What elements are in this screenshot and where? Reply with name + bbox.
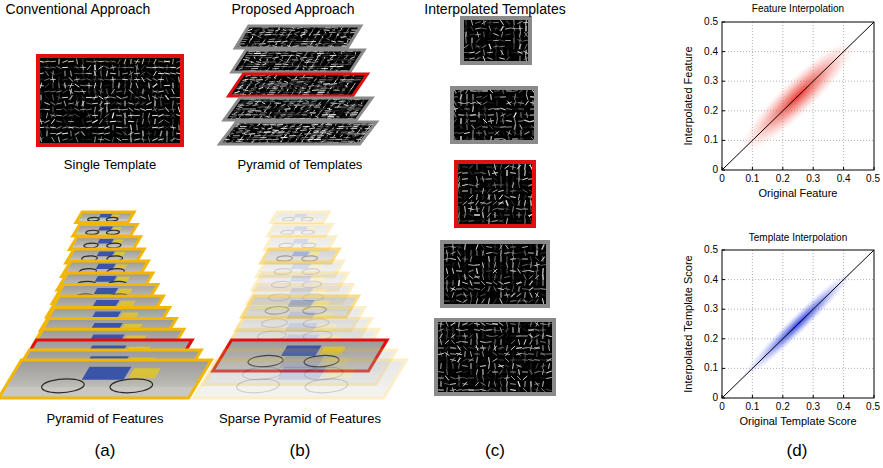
hog-gradient (110, 73, 116, 74)
hog-gradient (143, 89, 144, 95)
hog-gradient (137, 65, 138, 71)
hog-gradient (146, 139, 152, 140)
scene-rider (82, 367, 132, 380)
pyramid-layer (232, 50, 364, 72)
scene-rider (96, 264, 116, 269)
hog-gradient (170, 67, 176, 68)
pyramid-layer (0, 360, 211, 398)
hog-gradient (98, 133, 104, 134)
hog-gradient (282, 53, 289, 54)
hog-gradient (134, 133, 140, 134)
hog-gradient (269, 101, 276, 102)
hog-gradient (128, 67, 134, 68)
hog-gradient (309, 66, 316, 67)
scene-road (0, 387, 195, 398)
hog-gradient (74, 91, 80, 92)
hog-gradient (125, 125, 126, 131)
pyramid-layer (229, 74, 368, 96)
hog-template (38, 56, 182, 145)
hog-gradient (290, 92, 297, 93)
hog-gradient (116, 91, 122, 92)
hog-gradient (291, 80, 298, 81)
hog-gradient (155, 95, 156, 101)
pyramid-layer (224, 98, 372, 120)
hog-gradient (101, 71, 102, 77)
hog-gradient (119, 83, 120, 89)
hog-gradient (92, 103, 98, 104)
hog-gradient (323, 30, 330, 31)
hog-gradient (179, 83, 180, 89)
scene-rider (93, 288, 118, 294)
hog-gradient (50, 61, 56, 62)
hog-gradient (137, 113, 138, 119)
hog-gradient (80, 79, 86, 80)
hog-gradient (282, 64, 289, 65)
hog-gradient (146, 121, 152, 122)
hog-gradient (355, 77, 362, 78)
hog-gradient (275, 64, 282, 65)
hog-gradient (280, 86, 287, 87)
hog-gradient (56, 109, 62, 110)
pyramid-layer (73, 225, 137, 236)
hog-gradient (71, 107, 72, 113)
hog-gradient (301, 115, 308, 116)
hog-gradient (329, 44, 336, 45)
hog-gradient (173, 101, 174, 107)
scene-rider (95, 276, 117, 282)
hog-gradient (281, 94, 288, 95)
scene-rider (96, 252, 114, 257)
pyramid-layer (235, 26, 360, 48)
hog-gradient (62, 133, 68, 134)
hog-gradient (44, 61, 50, 62)
hog-gradient (65, 83, 66, 89)
hog-gradient (77, 101, 78, 107)
hog-gradient (41, 95, 42, 101)
pyramid-layer (76, 212, 134, 222)
hog-gradient (80, 109, 86, 110)
hog-gradient (320, 34, 327, 35)
hog-gradient (149, 83, 150, 89)
scene-rider (92, 300, 119, 307)
hog-gradient (304, 28, 311, 29)
